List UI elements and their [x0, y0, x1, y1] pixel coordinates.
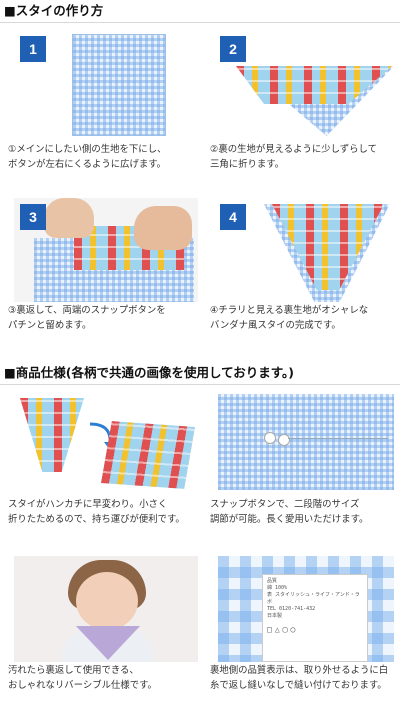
step-3-photo: 3	[14, 198, 198, 302]
step-1-photo: 1	[14, 30, 200, 140]
feature-3-caption: 汚れたら裏返して使用できる、 おしゃれなリバーシブル仕様です。	[8, 665, 157, 691]
section-divider	[0, 22, 400, 23]
section-title-how-to: ■スタイの作り方	[4, 3, 104, 18]
step-number-badge: 1	[20, 36, 46, 62]
feature-2-photo	[218, 394, 394, 490]
snap-button	[264, 432, 276, 444]
hand-left	[44, 198, 94, 238]
section-title-spec: ■商品仕様(各柄で共通の画像を使用しております。)	[4, 365, 294, 380]
folded-bib-square	[72, 34, 166, 136]
snap-button	[278, 434, 290, 446]
care-label-line: 日本製	[267, 613, 283, 619]
bib-folded-handkerchief	[100, 421, 196, 489]
step-4-photo: 4	[214, 198, 400, 302]
step-4-caption: ④チラリと見える裏生地がオシャレな バンダナ風スタイの完成です。	[210, 305, 369, 331]
feature-1-photo	[14, 394, 198, 490]
care-label: 品質 綿 100% 表 スタイリッシュ・ライフ・アンド・ラボ TEL 0120-…	[262, 574, 368, 662]
feature-3-photo	[14, 556, 198, 662]
step-2-photo: 2	[214, 30, 400, 140]
feature-1-caption: スタイがハンカチに早変わり。小さく 折りたためるので、持ち運びが便利です。	[8, 499, 185, 525]
feature-2-caption: スナップボタンで、二段階のサイズ 調節が可能。長く愛用いただけます。	[210, 499, 369, 525]
step-number-badge: 4	[220, 204, 246, 230]
feature-4-photo: 品質 綿 100% 表 スタイリッシュ・ライフ・アンド・ラボ TEL 0120-…	[218, 556, 394, 662]
care-label-line: 表 スタイリッシュ・ライフ・アンド・ラボ	[267, 592, 360, 605]
bib-open	[20, 398, 84, 472]
step-number-badge: 3	[20, 204, 46, 230]
hand-right	[134, 206, 192, 250]
feature-4-caption: 裏地側の品質表示は、取り外せるように白 糸で返し縫いなしで縫い付けております。	[210, 665, 389, 691]
baby-face	[76, 572, 138, 630]
step-1-caption: ①メインにしたい側の生地を下にし、 ボタンが左右にくるように広げます。	[8, 144, 167, 170]
section-divider	[0, 384, 400, 385]
care-label-line: 綿 100%	[267, 585, 288, 591]
bib-front-fabric	[236, 66, 392, 104]
care-symbols-icon: □△▢◯	[267, 625, 299, 634]
care-label-line: 品質	[267, 578, 278, 584]
step-3-caption: ③裏返して、両端のスナップボタンを パチンと留めます。	[8, 305, 166, 331]
bib-fold-edge	[288, 438, 388, 439]
care-label-line: TEL 0120-741-432	[267, 606, 316, 612]
step-2-caption: ②裏の生地が見えるように少しずらして 三角に折ります。	[210, 144, 378, 170]
step-number-badge: 2	[220, 36, 246, 62]
